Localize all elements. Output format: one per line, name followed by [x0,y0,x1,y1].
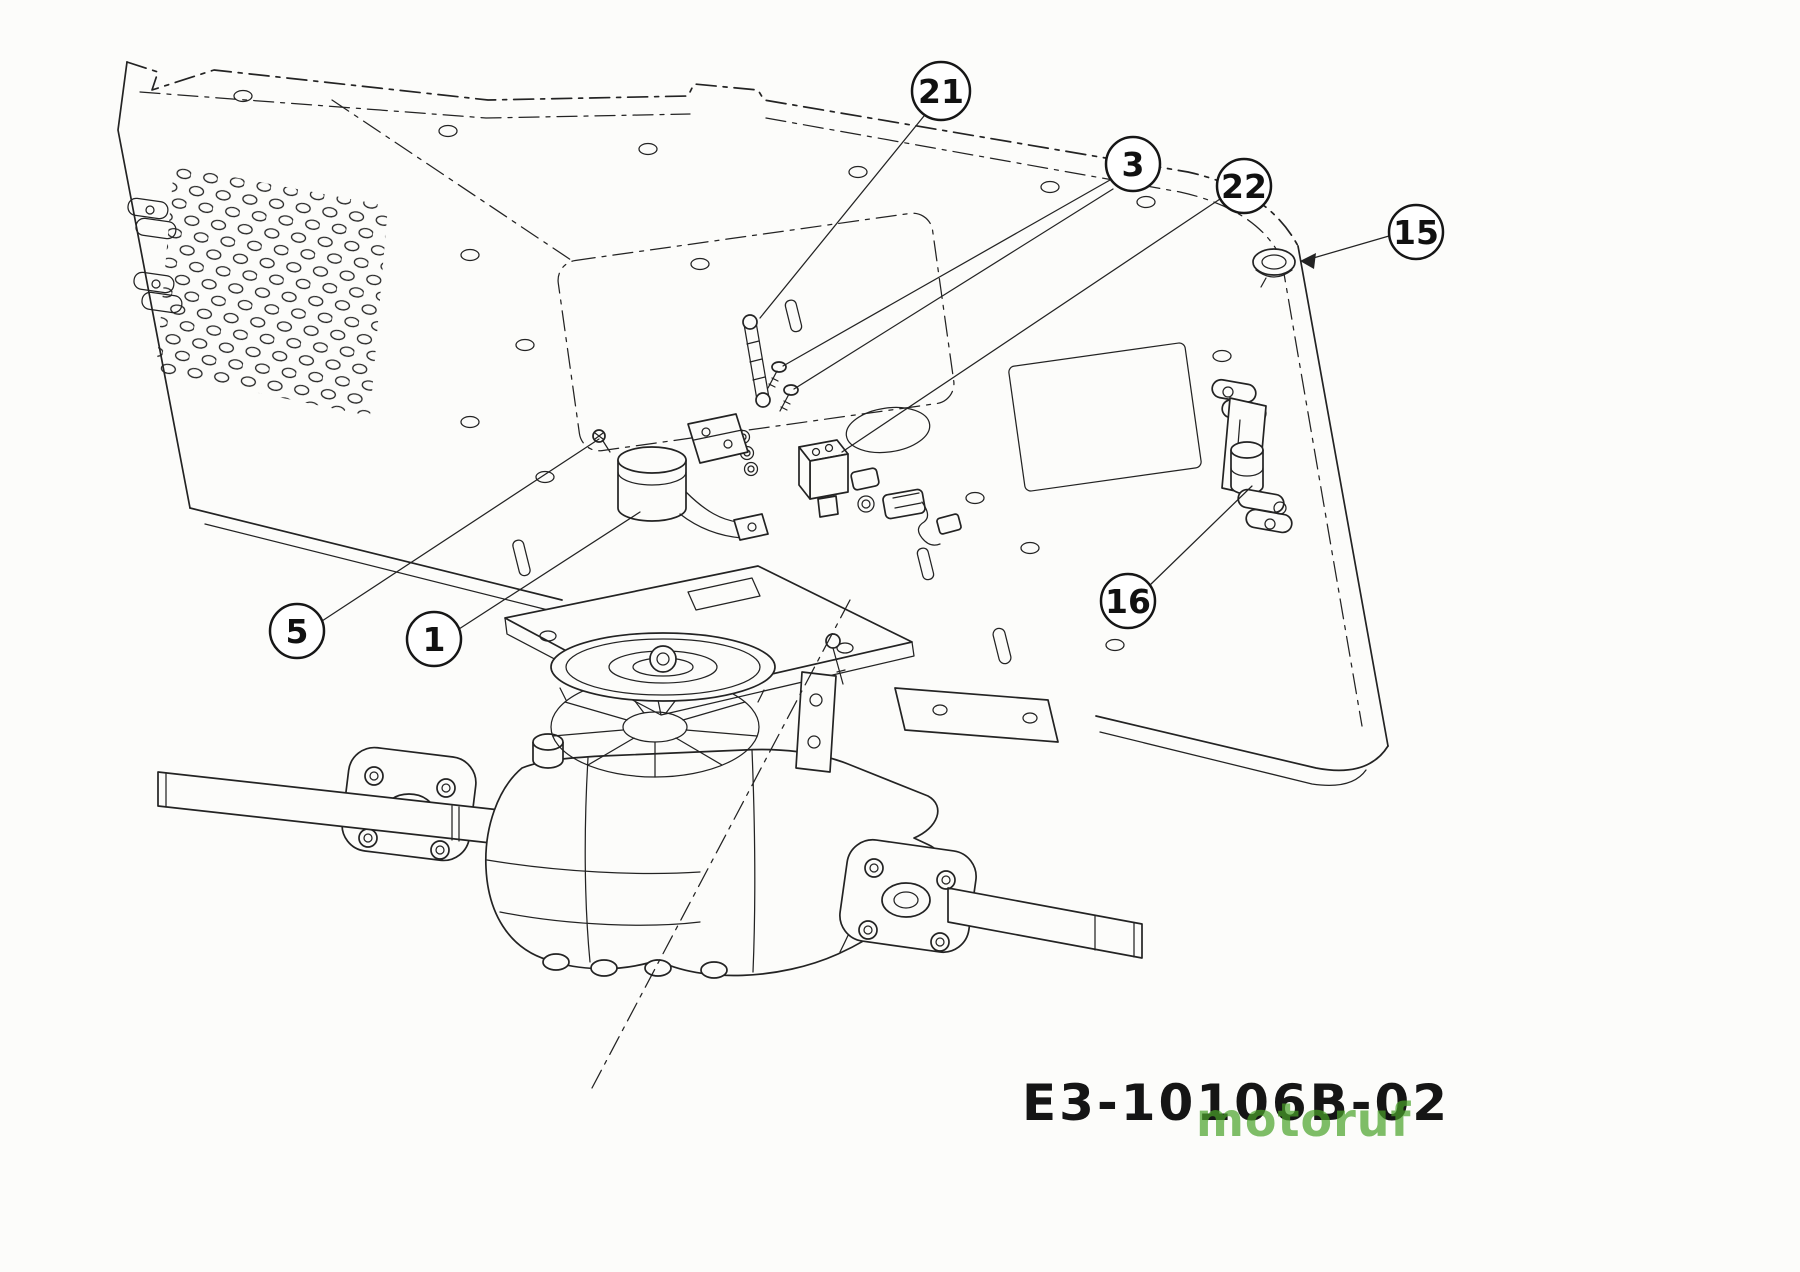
callout-22[interactable]: 22 [1215,157,1273,215]
panel-holes [233,89,1232,652]
callout-5[interactable]: 5 [268,602,326,660]
transaxle [157,632,1143,979]
chassis-panel [117,61,1389,786]
perforation-field [156,166,388,416]
callout-3[interactable]: 3 [1104,135,1162,193]
oval-opening [845,406,931,454]
diagram-code: E3-10106B-02 [1022,1074,1450,1132]
cutout-right [1008,342,1202,492]
cap-part-15 [1252,248,1296,288]
brake-strap [795,671,837,773]
callout-16-label: 16 [1105,582,1151,621]
callout-3-label: 3 [1122,145,1145,184]
watermark: motoruf [1196,1093,1412,1147]
callout-22-label: 22 [1221,167,1267,206]
linkage-part-21 [742,314,771,408]
axle-flange-right [839,838,977,954]
gear-housing [484,733,941,979]
arrowhead [1300,253,1316,269]
callout-1[interactable]: 1 [405,610,463,668]
callout-15[interactable]: 15 [1387,203,1445,261]
screws-part-3 [767,361,799,412]
mount-bracket [687,413,749,464]
bracket-assembly-16 [1211,378,1293,534]
switch-part-22 [798,439,880,518]
harness-connector [882,488,962,546]
screw-part-5 [592,429,611,453]
solenoid-part-1 [617,446,769,541]
mounting-clip-upper [127,197,177,240]
callout-15-label: 15 [1393,213,1439,252]
centerline [591,599,851,1089]
callout-16[interactable]: 16 [1099,572,1157,630]
callout-21[interactable]: 21 [910,60,972,122]
mount-arm [894,687,1059,743]
callout-1-label: 1 [423,620,446,659]
callout-21-label: 21 [918,72,964,111]
leader-lines [321,115,1390,630]
mounting-clip-lower [133,271,183,314]
drive-pulley [550,632,776,703]
panel-slots [512,299,1012,665]
callout-5-label: 5 [286,612,309,651]
axle-right [947,887,1143,959]
cutout-middle [557,212,955,452]
electrical-parts [592,314,962,546]
breather-cap [532,733,564,769]
